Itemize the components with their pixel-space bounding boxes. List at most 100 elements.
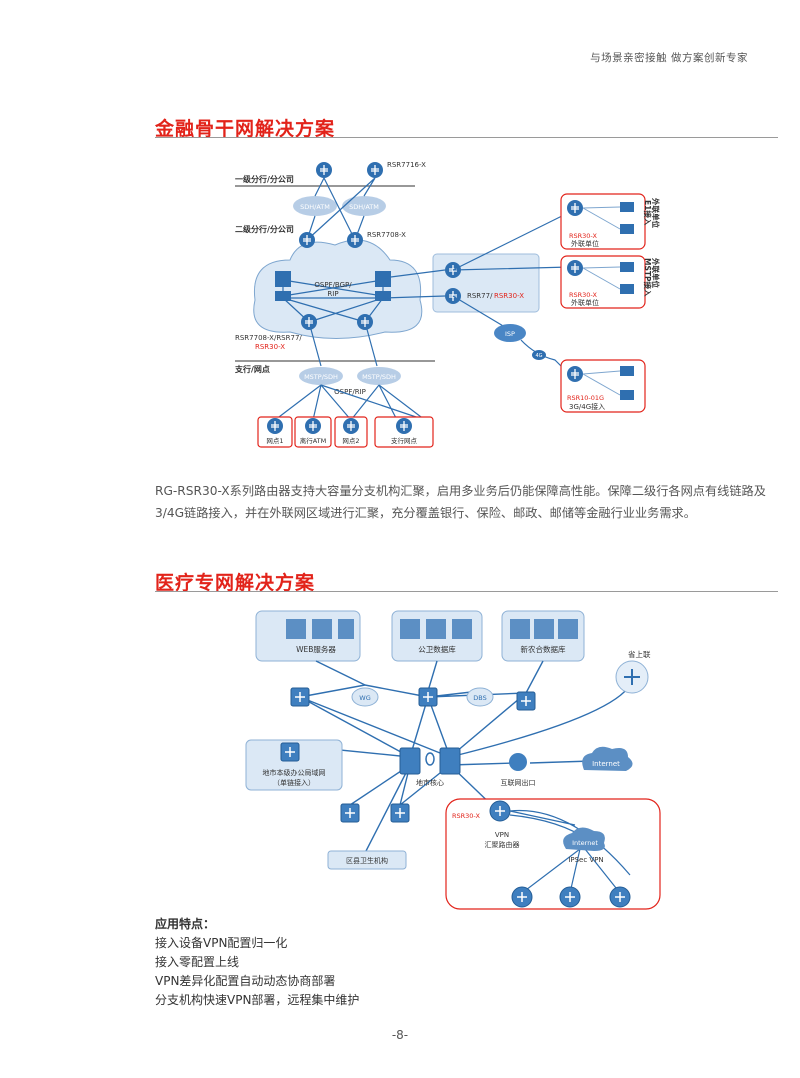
server-icon (286, 619, 578, 639)
label-isp: ISP (505, 330, 515, 338)
label-district: 区县卫生机构 (346, 856, 388, 865)
finance-description: RG-RSR30-X系列路由器支持大容量分支机构汇聚，启用多业务后仍能保障高性能… (155, 484, 766, 520)
features-list: 应用特点： 接入设备VPN配置归一化 接入零配置上线 VPN差异化配置自动动态协… (155, 915, 359, 1010)
feature-item: 接入零配置上线 (155, 955, 240, 969)
label-rsr10: RSR10-01G (567, 394, 604, 402)
core-switch-icon (399, 747, 421, 775)
cloud-icon (293, 196, 337, 216)
label-ext-unit-vertical: 外联单位 (651, 198, 660, 228)
label-internet: Internet (592, 760, 620, 768)
label-ext-rsr30: RSR30-X (569, 291, 597, 299)
label-self-atm: 离行ATM (300, 436, 327, 445)
switch-icon (375, 271, 391, 287)
medical-network-diagram: WEB服务器 公卫数据库 新农合数据库 WG DBS 省上联 地市本级办公局域网… (245, 610, 661, 910)
cloud-icon (299, 367, 343, 385)
label-4g: 4G (535, 353, 542, 359)
label-rip: RIP (327, 290, 338, 298)
router-icon (489, 800, 511, 822)
pc-icon (620, 202, 634, 400)
firewall-icon (509, 753, 527, 771)
core-switch-icon (439, 747, 461, 775)
label-34g: 3G/4G接入 (569, 402, 605, 411)
section-divider (155, 591, 778, 592)
feature-item: 分支机构快速VPN部署，远程集中维护 (155, 993, 360, 1007)
lte-icon (532, 350, 546, 360)
router-icon (266, 417, 284, 435)
label-vpn: VPN (495, 831, 509, 839)
label-ospf: OSPF/BGP/ (314, 281, 352, 289)
label-rsr-combo: RSR7708-X/RSR77/ (235, 334, 302, 342)
label-site2: 网点2 (342, 437, 359, 445)
feature-item: 接入设备VPN配置归一化 (155, 936, 288, 950)
feature-item: VPN差异化配置自动动态协商部署 (155, 974, 336, 988)
cloud-icon (494, 324, 526, 342)
label-dbs: DBS (473, 694, 486, 702)
outreach-zone (432, 253, 540, 313)
label-province: 省上联 (628, 649, 651, 659)
label-vpn-router: 汇聚路由器 (485, 840, 520, 849)
label-rsr-combo-red: RSR30-X (255, 343, 285, 351)
router-icon (395, 417, 413, 435)
cloud-icon (563, 827, 605, 851)
label-ext-unit: 外联单位 (571, 298, 599, 307)
label-ext-unit-vertical: 外联单位 (651, 258, 660, 288)
router-icon (346, 231, 364, 249)
switch-icon (516, 691, 536, 711)
cloud-icon (357, 367, 401, 385)
router-icon (315, 161, 333, 179)
label-ospf-rip: OSPF/RIP (334, 388, 366, 396)
label-county: 地市本级办公局域网 (263, 768, 326, 777)
switch-icon (340, 803, 360, 823)
database-icon (466, 687, 494, 707)
router-icon (566, 365, 584, 383)
section-title-finance: 金融骨干网解决方案 (155, 118, 336, 140)
label-rsr7716: RSR7716-X (387, 161, 426, 169)
label-xinnonghe: 新农合数据库 (521, 644, 566, 654)
label-core: 地市核心 (416, 778, 444, 787)
finance-network-diagram: 一级分行/分公司 二级分行/分公司 支行/网点 RSR7716-X SDH/AT… (234, 161, 660, 448)
cloud-icon (342, 196, 386, 216)
router-icon (511, 886, 533, 908)
label-mstp: MSTP/SDH (362, 373, 396, 381)
label-ext-rsr30: RSR30-X (569, 232, 597, 240)
label-web: WEB服务器 (296, 644, 336, 654)
router-icon (304, 417, 322, 435)
switch-icon (275, 291, 291, 301)
label-site1: 网点1 (266, 437, 283, 445)
label-ext-unit: 外联单位 (571, 239, 599, 248)
section-title-medical: 医疗专网解决方案 (155, 572, 316, 594)
label-rsr30: RSR30-X (452, 812, 480, 820)
label-village: 支行网点 (391, 436, 418, 445)
label-branch: 支行/网点 (234, 364, 270, 374)
router-icon (366, 161, 384, 179)
section-divider (155, 137, 778, 138)
label-county-2: （单链接入） (273, 778, 315, 787)
label-sdh-atm: SDH/ATM (349, 203, 379, 211)
label-sdh-atm: SDH/ATM (300, 203, 330, 211)
label-internet-exit: 互联网出口 (501, 778, 536, 787)
switch-icon (418, 687, 438, 707)
label-rsr77: RSR77/ (467, 292, 493, 300)
label-e1-in: E1接入 (643, 200, 653, 226)
label-level2: 二级分行/分公司 (235, 224, 294, 234)
switch-icon (375, 291, 391, 301)
router-icon (300, 313, 318, 331)
router-icon (609, 886, 631, 908)
switch-icon (280, 742, 300, 762)
router-icon (356, 313, 374, 331)
label-rsr7708: RSR7708-X (367, 231, 406, 239)
router-icon (566, 199, 584, 217)
firewall-icon (351, 687, 379, 707)
label-gongwei: 公卫数据库 (418, 644, 456, 654)
page-number: -8- (391, 1028, 409, 1042)
router-icon (566, 259, 584, 277)
switch-icon (390, 803, 410, 823)
switch-icon (290, 687, 310, 707)
label-internet2: Internet (572, 839, 598, 847)
cloud-icon (582, 746, 633, 771)
label-level1: 一级分行/分公司 (235, 174, 294, 184)
label-rsr30-red: RSR30-X (494, 292, 524, 300)
router-icon (298, 231, 316, 249)
header-tagline: 与场景亲密接触 做方案创新专家 (590, 52, 748, 64)
label-ipsec: IPSec VPN (568, 856, 603, 864)
